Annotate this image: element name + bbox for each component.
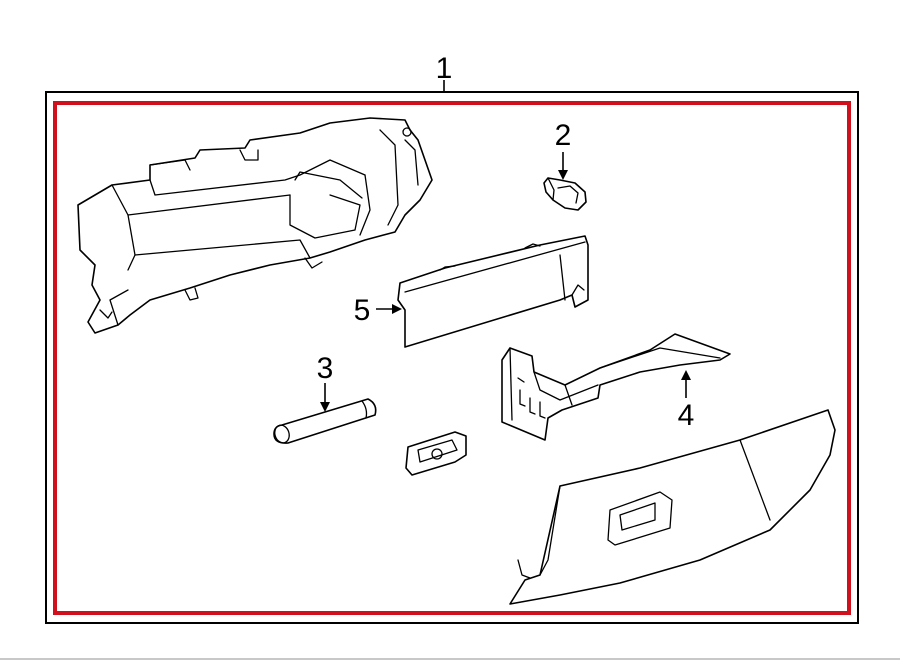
leader-arrow-4 [681, 370, 691, 380]
callout-label-5: 5 [354, 294, 371, 327]
callout-label-1: 1 [436, 52, 453, 85]
leader-arrow-5 [392, 304, 402, 314]
damper-rod-part [273, 398, 377, 444]
latch-handle-part [405, 431, 467, 476]
highlight-frame [53, 101, 851, 615]
glove-box-housing-part [77, 117, 433, 334]
glove-box-door-part [509, 409, 836, 605]
leader-arrow-3 [320, 402, 330, 412]
callout-label-2: 2 [555, 119, 572, 152]
bulb-socket-part [543, 177, 587, 211]
support-bracket-part [501, 333, 731, 441]
leader-arrow-2 [558, 170, 568, 180]
outer-frame [45, 91, 859, 624]
callout-label-4: 4 [678, 399, 695, 432]
panel-liner-part [397, 235, 589, 348]
callout-label-3: 3 [317, 352, 334, 385]
